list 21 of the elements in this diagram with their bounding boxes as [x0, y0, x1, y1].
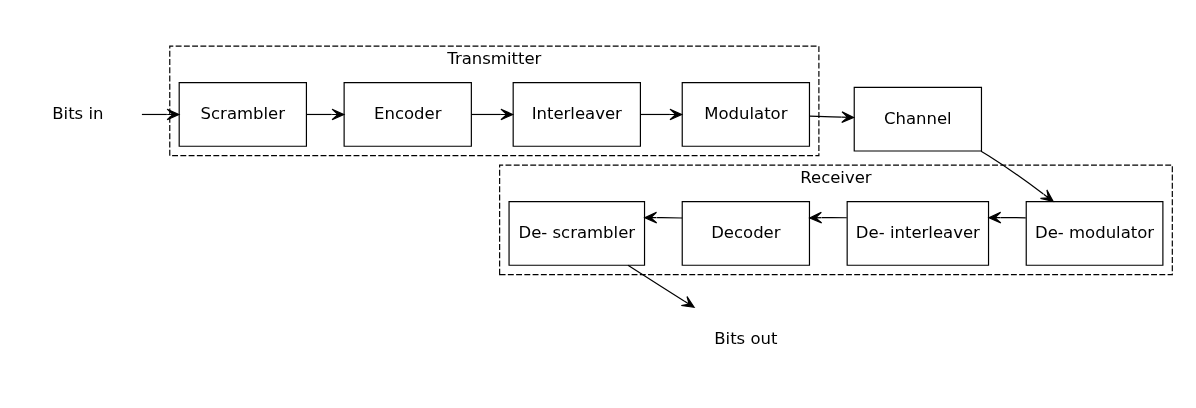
- arrow: [141, 108, 180, 121]
- node-box: Encoder: [343, 82, 472, 147]
- node-box: Modulator: [681, 82, 811, 147]
- node-box: Channel: [853, 86, 983, 152]
- arrow: [644, 211, 683, 224]
- arrow: [306, 108, 345, 121]
- node-text: Bits out: [714, 328, 778, 348]
- arrow: [809, 211, 848, 224]
- arrow: [809, 111, 855, 123]
- node-box: De- modulator: [1025, 201, 1164, 266]
- node-box: De- interleaver: [846, 201, 990, 266]
- node-box: Scrambler: [178, 82, 307, 147]
- arrow: [470, 108, 514, 121]
- arrow: [627, 264, 695, 308]
- node-text: Bits in: [52, 103, 104, 123]
- arrow: [639, 108, 683, 121]
- node-box: Decoder: [681, 201, 811, 266]
- arrow: [988, 211, 1027, 224]
- node-box: De- scrambler: [508, 201, 646, 266]
- arrow: [980, 150, 1054, 202]
- node-box: Interleaver: [512, 82, 641, 147]
